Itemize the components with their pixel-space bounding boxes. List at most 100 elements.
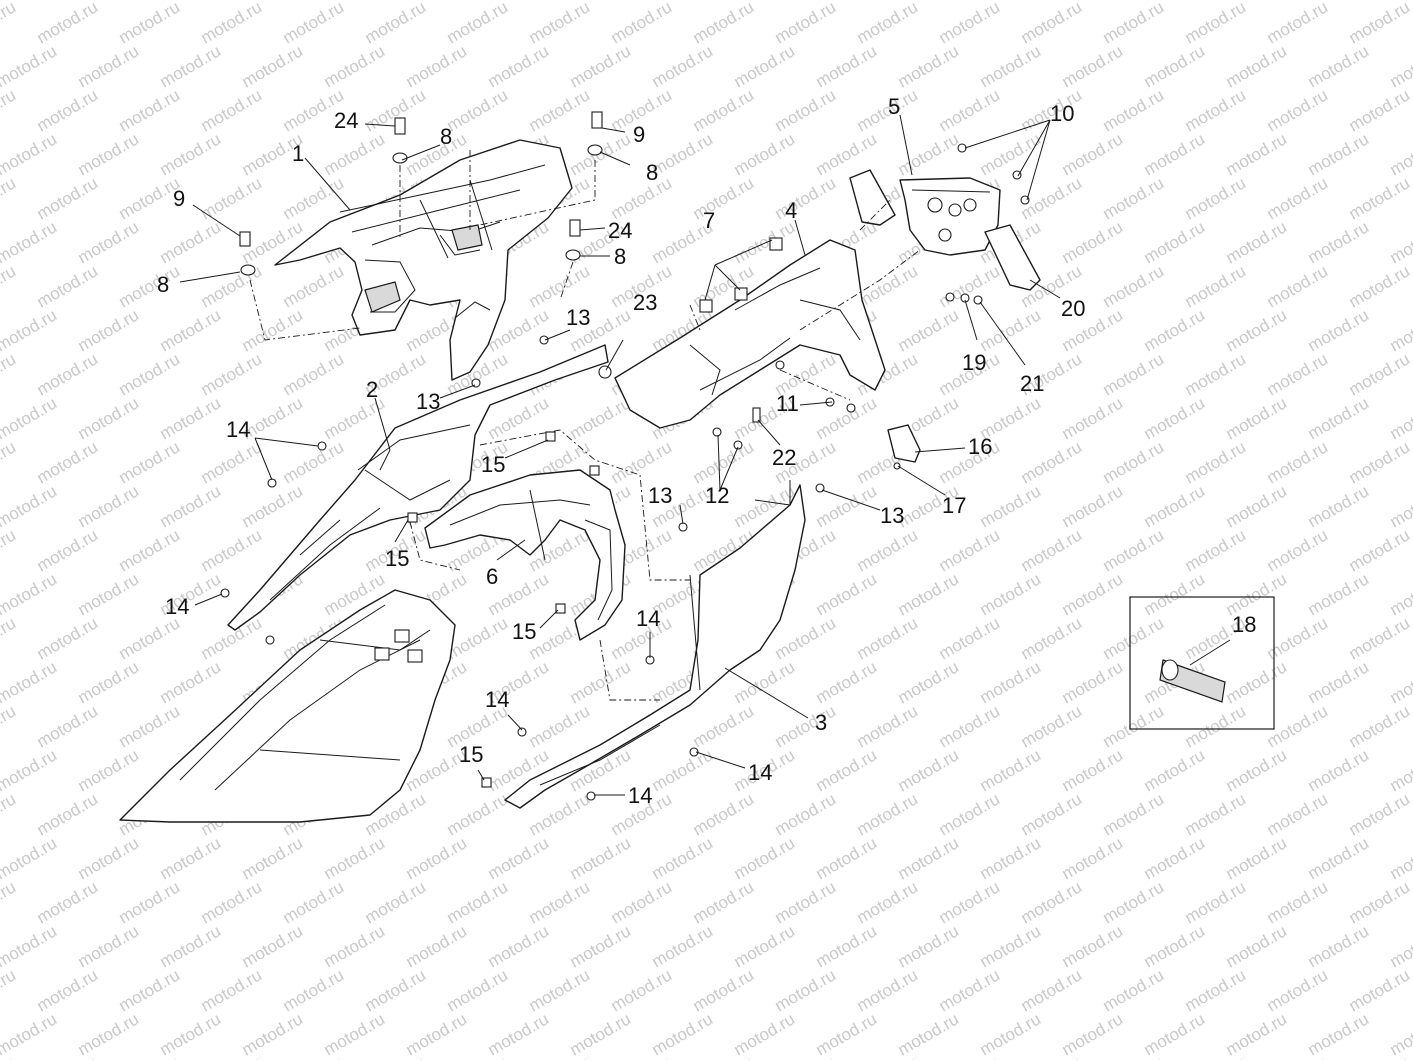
watermark-text: motod.ru	[772, 613, 840, 663]
watermark-text: motod.ru	[1059, 657, 1127, 707]
callout-9b[interactable]: 9	[633, 122, 645, 147]
watermark-text: motod.ru	[731, 657, 799, 707]
watermark-text: motod.ru	[0, 41, 60, 91]
watermark-text: motod.ru	[567, 833, 635, 883]
callout-3[interactable]: 3	[815, 710, 827, 735]
reflector-part[interactable]	[849, 169, 1041, 291]
watermark-text: motod.ru	[75, 217, 143, 267]
watermark-text: motod.ru	[157, 305, 225, 355]
callout-10[interactable]: 10	[1050, 101, 1074, 126]
callout-22[interactable]: 22	[772, 445, 796, 470]
callout-18[interactable]: 18	[1232, 612, 1256, 637]
callout-17[interactable]: 17	[942, 493, 966, 518]
watermark-text: motod.ru	[1264, 437, 1332, 487]
callout-13c[interactable]: 13	[648, 483, 672, 508]
watermark-text: motod.ru	[1018, 0, 1086, 47]
left-inner-panel-part[interactable]	[227, 344, 609, 631]
watermark-text: motod.ru	[608, 965, 676, 1015]
callout-8d[interactable]: 8	[157, 272, 169, 297]
callout-15b[interactable]: 15	[385, 546, 409, 571]
watermark-text: motod.ru	[1305, 833, 1373, 883]
watermark-text: motod.ru	[1305, 129, 1373, 179]
license-plate-holder-part[interactable]	[614, 239, 886, 429]
rear-rack-part[interactable]	[274, 139, 573, 381]
callout-24a[interactable]: 24	[334, 108, 358, 133]
watermark-text: motod.ru	[1387, 393, 1413, 443]
watermark-text: motod.ru	[1182, 525, 1250, 575]
watermark-text: motod.ru	[0, 393, 60, 443]
callout-11[interactable]: 11	[776, 391, 799, 416]
inner-fender-part[interactable]	[424, 469, 626, 641]
callout-15d[interactable]: 15	[459, 742, 483, 767]
callout-14f[interactable]: 14	[628, 783, 652, 808]
callout-4[interactable]: 4	[785, 198, 797, 223]
watermark-text: motod.ru	[1059, 1009, 1127, 1059]
watermark-text: motod.ru	[34, 349, 102, 399]
callout-2[interactable]: 2	[366, 377, 378, 402]
callout-14d[interactable]: 14	[485, 687, 509, 712]
callout-8b[interactable]: 8	[646, 160, 658, 185]
watermark-text: motod.ru	[772, 85, 840, 135]
watermark-text: motod.ru	[854, 965, 922, 1015]
watermark-text: motod.ru	[1141, 745, 1209, 795]
watermark-text: motod.ru	[1223, 217, 1291, 267]
bracket-part[interactable]	[887, 424, 921, 463]
frame-part	[119, 589, 456, 823]
watermark-text: motod.ru	[813, 41, 881, 91]
callout-1[interactable]: 1	[292, 141, 304, 166]
watermark-text: motod.ru	[0, 1053, 19, 1060]
callout-21[interactable]: 21	[1020, 371, 1044, 396]
callout-14c[interactable]: 14	[636, 606, 660, 631]
watermark-text: motod.ru	[1387, 129, 1413, 179]
callout-5[interactable]: 5	[888, 94, 900, 119]
watermark-text: motod.ru	[1264, 0, 1332, 47]
watermark-text: motod.ru	[321, 129, 389, 179]
callout-13b[interactable]: 13	[416, 389, 440, 414]
callout-20[interactable]: 20	[1061, 296, 1085, 321]
callout-24b[interactable]: 24	[608, 218, 632, 243]
callout-16[interactable]: 16	[968, 434, 992, 459]
callout-15c[interactable]: 15	[512, 619, 536, 644]
watermark-text: motod.ru	[608, 877, 676, 927]
watermark-text: motod.ru	[1182, 85, 1250, 135]
watermark-text: motod.ru	[936, 877, 1004, 927]
watermark-text: motod.ru	[1059, 921, 1127, 971]
callout-6[interactable]: 6	[486, 564, 498, 589]
watermark-text: motod.ru	[1141, 481, 1209, 531]
watermark-text: motod.ru	[1264, 261, 1332, 311]
watermark-text: motod.ru	[1141, 129, 1209, 179]
watermark-text: motod.ru	[321, 1009, 389, 1059]
callout-13d[interactable]: 13	[880, 503, 904, 528]
callout-14a[interactable]: 14	[226, 417, 250, 442]
callout-7[interactable]: 7	[703, 208, 715, 233]
callout-13a[interactable]: 13	[566, 305, 590, 330]
watermark-text: motod.ru	[34, 1053, 102, 1060]
watermark-text: motod.ru	[75, 305, 143, 355]
callout-15a[interactable]: 15	[481, 452, 505, 477]
watermark-text: motod.ru	[403, 833, 471, 883]
watermark-text: motod.ru	[280, 261, 348, 311]
watermark-text: motod.ru	[34, 173, 102, 223]
watermark-text: motod.ru	[1305, 481, 1373, 531]
side-fairing-part[interactable]	[504, 480, 806, 809]
callout-8a[interactable]: 8	[440, 124, 452, 149]
callout-23[interactable]: 23	[633, 290, 657, 315]
watermark-text: motod.ru	[1059, 569, 1127, 619]
callout-19[interactable]: 19	[962, 350, 986, 375]
watermark-text: motod.ru	[34, 789, 102, 839]
callout-8c[interactable]: 8	[614, 244, 626, 269]
callout-12[interactable]: 12	[705, 483, 729, 508]
watermark-text: motod.ru	[239, 41, 307, 91]
watermark-text: motod.ru	[116, 525, 184, 575]
watermark-text: motod.ru	[690, 437, 758, 487]
watermark-text: motod.ru	[690, 877, 758, 927]
callout-14b[interactable]: 14	[165, 594, 189, 619]
watermark-text: motod.ru	[1182, 349, 1250, 399]
callout-14e[interactable]: 14	[748, 760, 772, 785]
watermark-text: motod.ru	[321, 41, 389, 91]
callout-9a[interactable]: 9	[173, 186, 185, 211]
watermark-text: motod.ru	[690, 0, 758, 47]
watermark-text: motod.ru	[1141, 217, 1209, 267]
watermark-text: motod.ru	[1141, 569, 1209, 619]
license-plate-support-part[interactable]	[899, 177, 1001, 256]
